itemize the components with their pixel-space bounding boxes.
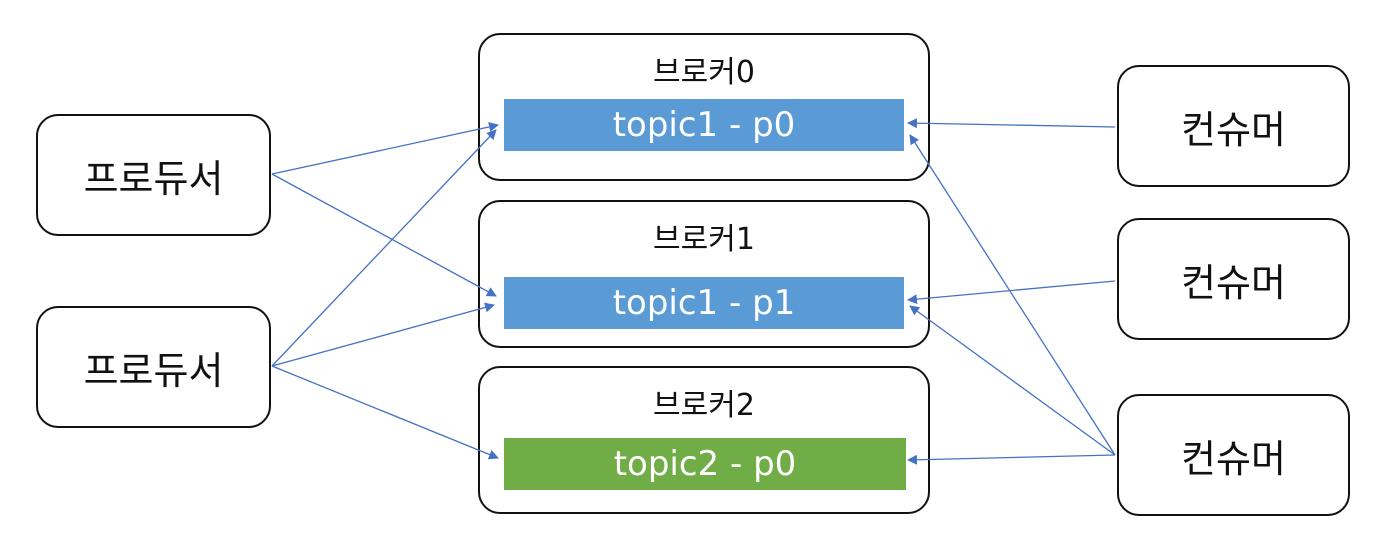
broker-title: 브로커0	[653, 55, 755, 90]
consumer-label: 컨슈머	[1181, 436, 1286, 481]
connection-arrow	[907, 118, 1116, 129]
topic-partition: topic1 - p1	[504, 277, 904, 329]
consumer-node: 컨슈머	[1117, 65, 1350, 187]
topic-partition: topic2 - p0	[504, 438, 906, 490]
producer-node: 프로듀서	[36, 306, 271, 428]
producer-label: 프로듀서	[83, 156, 224, 201]
connection-arrow	[271, 122, 499, 175]
producer-label: 프로듀서	[83, 348, 224, 393]
broker-title: 브로커1	[653, 222, 755, 257]
consumer-node: 컨슈머	[1117, 394, 1350, 516]
broker-title: 브로커2	[653, 388, 755, 423]
connection-arrow	[909, 134, 1116, 456]
producer-node: 프로듀서	[36, 114, 271, 236]
connection-arrow	[271, 365, 499, 460]
broker-node: 브로커1 topic1 - p1	[478, 200, 930, 348]
consumer-node: 컨슈머	[1117, 218, 1350, 340]
consumer-label: 컨슈머	[1181, 260, 1286, 305]
connection-arrow	[271, 302, 495, 367]
connection-arrow	[907, 454, 1116, 465]
topic-partition: topic1 - p0	[504, 99, 904, 151]
connection-arrow	[907, 280, 1116, 305]
connection-arrow	[271, 129, 497, 367]
broker-node: 브로커2 topic2 - p0	[478, 366, 930, 514]
consumer-label: 컨슈머	[1181, 107, 1286, 152]
broker-node: 브로커0 topic1 - p0	[478, 33, 930, 181]
connection-arrow	[271, 173, 497, 297]
connection-arrow	[909, 305, 1116, 456]
